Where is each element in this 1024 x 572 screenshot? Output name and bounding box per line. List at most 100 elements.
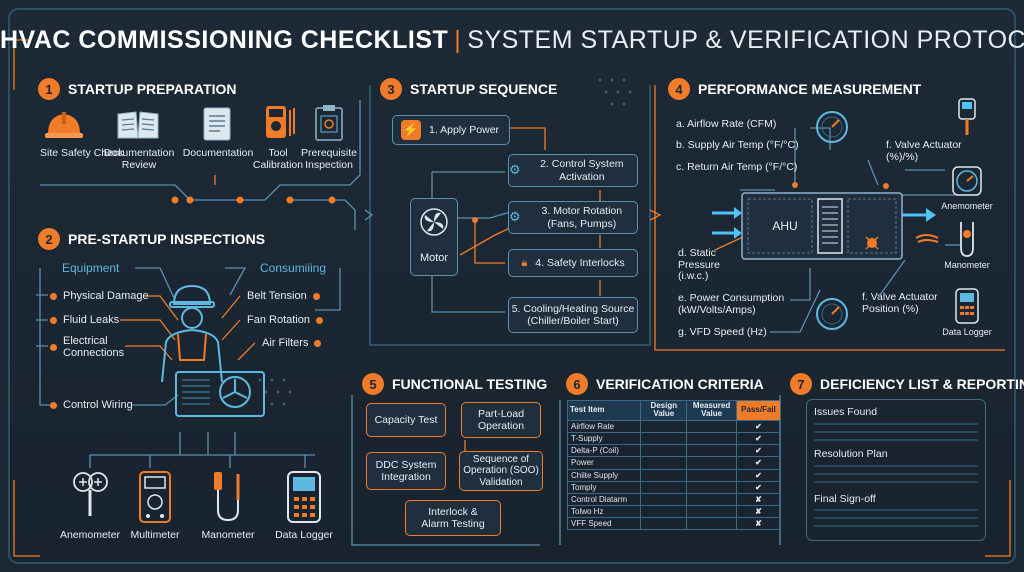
table-row: Tomply ✔ bbox=[566, 480, 781, 494]
row-design-value bbox=[640, 468, 688, 482]
s7-report-panel bbox=[806, 399, 986, 541]
section-6-number: 6 bbox=[566, 373, 588, 395]
cross-icon: ✘ bbox=[736, 505, 781, 519]
table-row: Delta-P (Coil)✔ bbox=[566, 444, 781, 458]
row-measured-value bbox=[686, 456, 738, 470]
section-3-title: STARTUP SEQUENCE bbox=[410, 81, 558, 97]
row-design-value bbox=[640, 517, 688, 531]
s4-tool-data-logger-label: Data Logger bbox=[942, 327, 992, 337]
gear-icon: ⚙ bbox=[509, 162, 521, 178]
row-test-item: Tolwo Hz bbox=[566, 505, 642, 519]
s1-site-safety-label: Site Safety Check bbox=[40, 147, 124, 159]
table-row: Tolwo Hz ✘ bbox=[566, 505, 781, 519]
s1-prerequisite-label: Prerequisite Inspection bbox=[300, 147, 358, 171]
section-4-title: PERFORMANCE MEASUREMENT bbox=[698, 81, 922, 97]
table-row: Airflow Rate ✔ bbox=[566, 419, 781, 433]
s2-tool-multimeter-label: Multimeter bbox=[130, 529, 180, 541]
row-design-value bbox=[640, 480, 688, 494]
col-measured-value: Measured Value bbox=[686, 400, 738, 421]
section-1-header: 1 STARTUP PREPARATION bbox=[38, 78, 237, 100]
hard-hat-icon bbox=[45, 112, 83, 138]
section-4-number: 4 bbox=[668, 78, 690, 100]
technician-icon bbox=[161, 284, 265, 417]
s3-step-apply-power: ⚡ 1. Apply Power bbox=[392, 115, 510, 145]
s2-item-fluid-leaks: Fluid Leaks bbox=[50, 314, 119, 326]
s3-step-control-system: ⚙2. Control System Activation bbox=[508, 154, 638, 187]
s2-tool-manometer-label: Manometer bbox=[201, 529, 255, 541]
section-4-header: 4 PERFORMANCE MEASUREMENT bbox=[668, 78, 921, 100]
s2-item-physical-damage: Physical Damage bbox=[50, 290, 149, 302]
section-1-title: STARTUP PREPARATION bbox=[68, 81, 237, 97]
section-5-header: 5 FUNCTIONAL TESTING bbox=[362, 373, 547, 395]
row-measured-value bbox=[686, 517, 738, 531]
s7-resolution-plan: Resolution Plan bbox=[814, 448, 888, 460]
s7-final-signoff: Final Sign-off bbox=[814, 493, 876, 505]
check-icon: ✔ bbox=[736, 444, 781, 458]
row-test-item: Airflow Rate bbox=[566, 419, 642, 433]
col-design-value: Design Value bbox=[640, 400, 688, 421]
section-7-number: 7 bbox=[790, 373, 812, 395]
title-separator: | bbox=[454, 26, 462, 54]
ahu-diagram bbox=[712, 192, 912, 260]
document-icon bbox=[203, 107, 231, 141]
table-row: Chilte Supply✔ bbox=[566, 468, 781, 482]
s2-tool-anemometer-label: Anemometer bbox=[59, 529, 121, 541]
manometer-small-icon bbox=[960, 222, 974, 257]
s4-label-return-temp: c. Return Air Temp (°F/°C) bbox=[676, 161, 798, 173]
row-test-item: Chilte Supply bbox=[566, 468, 642, 482]
row-design-value bbox=[640, 431, 688, 446]
col-test-item: Test Item bbox=[566, 400, 642, 421]
section-3-number: 3 bbox=[380, 78, 402, 100]
s5-capacity-test: Capacity Test bbox=[366, 403, 446, 437]
outflow-arrow-icon bbox=[912, 208, 936, 222]
manometer-icon bbox=[214, 472, 240, 522]
section-5-number: 5 bbox=[362, 373, 384, 395]
s2-equipment-heading: Equipment bbox=[62, 261, 120, 275]
s4-label-static-pressure: d. Static Pressure (i.w.c.) bbox=[678, 247, 721, 283]
return-arrow-icon bbox=[915, 234, 939, 243]
section-2-title: PRE-STARTUP INSPECTIONS bbox=[68, 231, 266, 247]
check-icon: ✔ bbox=[736, 456, 781, 470]
section-2-header: 2 PRE-STARTUP INSPECTIONS bbox=[38, 228, 265, 250]
title-main: HVAC COMMISSIONING CHECKLIST bbox=[0, 26, 449, 54]
pressure-gauge-icon-2 bbox=[816, 298, 848, 330]
row-test-item: Tomply bbox=[566, 480, 642, 494]
section-7-header: 7 DEFICIENCY LIST & REPORTING bbox=[790, 373, 1024, 395]
row-test-item: Power bbox=[566, 456, 642, 470]
s5-part-load: Part-Load Operation bbox=[461, 402, 541, 438]
s4-label-valve-actuator-position: f. Valve Actuator Position (%) bbox=[862, 291, 938, 315]
row-measured-value bbox=[686, 468, 738, 482]
col-pass-fail: Pass/Fail bbox=[736, 400, 781, 421]
section-6-header: 6 VERIFICATION CRITERIA bbox=[566, 373, 764, 395]
s2-consuming-heading: Consumiiing bbox=[260, 261, 327, 275]
row-design-value bbox=[640, 419, 688, 433]
pressure-gauge-icon bbox=[816, 111, 848, 143]
s3-motor-box: Motor bbox=[410, 198, 458, 276]
row-measured-value bbox=[686, 419, 738, 433]
s4-label-airflow: a. Airflow Rate (CFM) bbox=[676, 118, 777, 130]
check-icon: ✔ bbox=[736, 419, 781, 433]
row-test-item: VFF Speed bbox=[566, 517, 642, 531]
anemometer-icon bbox=[73, 472, 108, 516]
s2-item-fan-rotation: Fan Rotation bbox=[247, 314, 323, 326]
s2-item-electrical: Electrical Connections bbox=[50, 335, 130, 359]
s2-item-belt-tension: Belt Tension bbox=[247, 290, 320, 302]
section-7-title: DEFICIENCY LIST & REPORTING bbox=[820, 376, 1024, 392]
s4-label-power: e. Power Consumption (kW/Volts/Amps) bbox=[678, 292, 785, 316]
row-test-item: T-Supply bbox=[566, 431, 642, 446]
check-icon: ✔ bbox=[736, 431, 781, 446]
anemometer-gauge-icon bbox=[952, 166, 982, 196]
check-icon: ✔ bbox=[736, 480, 781, 494]
clipboard-icon bbox=[315, 105, 343, 141]
s1-documentation-label: Documentation bbox=[182, 147, 254, 159]
s2-item-air-filters: Air Filters bbox=[262, 337, 322, 349]
section-5-title: FUNCTIONAL TESTING bbox=[392, 376, 548, 392]
data-logger-small-icon bbox=[955, 288, 979, 324]
s4-label-vfd: g. VFD Speed (Hz) bbox=[678, 326, 767, 338]
row-test-item: Control Diatarm bbox=[566, 492, 642, 507]
s1-tool-calibration-label: Tool Calibration bbox=[252, 147, 304, 171]
s5-interlock-alarm: Interlock & Alarm Testing bbox=[405, 500, 501, 536]
s7-issues-found: Issues Found bbox=[814, 406, 878, 418]
s4-label-supply-temp: b. Supply Air Temp (°F/°C) bbox=[676, 139, 799, 151]
